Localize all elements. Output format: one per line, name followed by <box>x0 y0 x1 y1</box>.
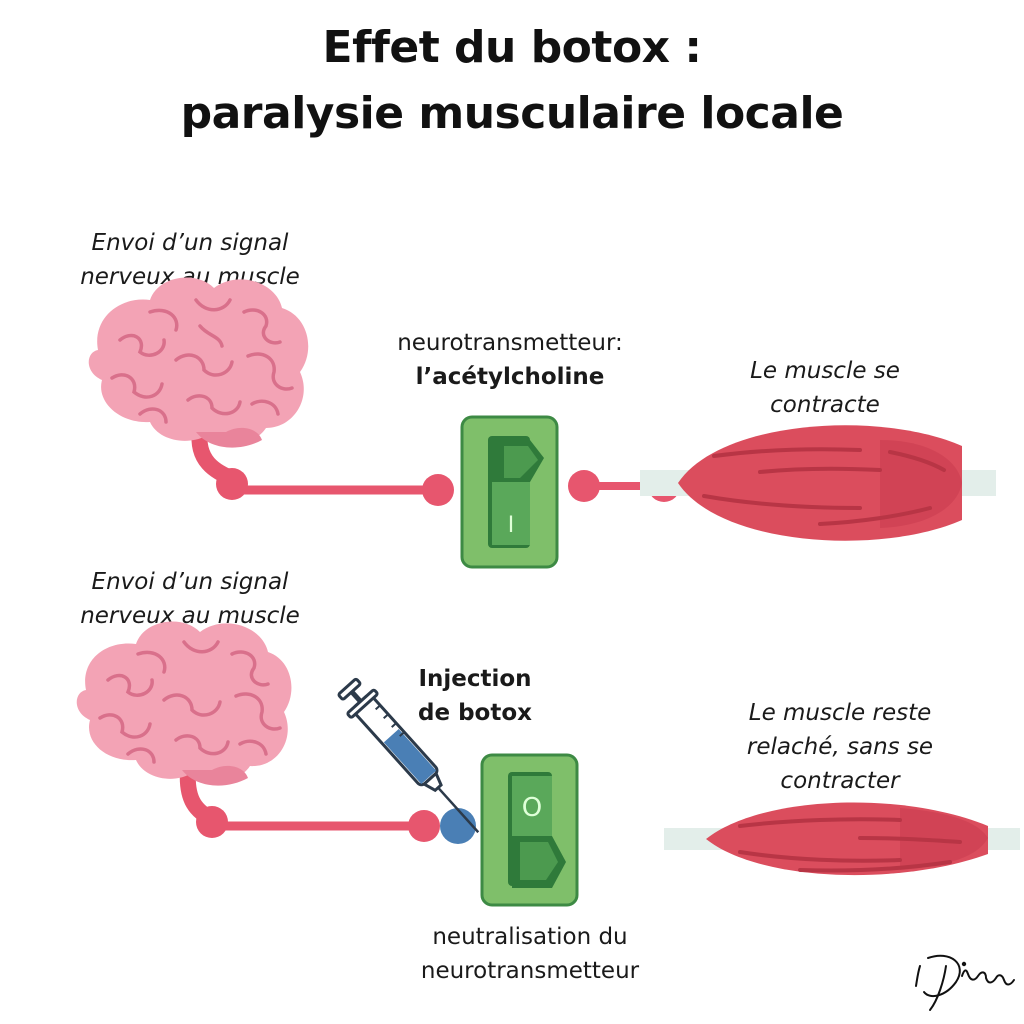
title-line-1: Effet du botox : <box>322 22 702 73</box>
top-muscle-contracted-icon <box>640 425 996 541</box>
top-nerve-start-node <box>216 468 248 500</box>
bottom-brain-label-line-1: Envoi d’un signal <box>91 569 289 595</box>
neurotransmitter-label: neurotransmetteur: l’acétylcholine <box>360 326 660 394</box>
bottom-brain-label: Envoi d’un signal nerveux au muscle <box>40 565 340 633</box>
bottom-muscle-relaxed-icon <box>664 802 1020 876</box>
top-nerve-end-node <box>422 474 454 506</box>
injection-label-line-1: Injection <box>418 666 532 692</box>
injection-label: Injection de botox <box>370 662 580 730</box>
neurotransmitter-caption: neurotransmetteur: <box>397 330 623 356</box>
bottom-switch-off: O <box>480 753 579 907</box>
syringe-icon <box>337 677 480 834</box>
bottom-switch-symbol: O <box>522 793 542 823</box>
neutralisation-label: neutralisation du neurotransmetteur <box>380 920 680 988</box>
top-switch-on: I <box>460 415 559 569</box>
bottom-muscle-label-line-3: contracter <box>780 768 900 794</box>
top-brain-label-line-1: Envoi d’un signal <box>91 230 289 256</box>
bottom-muscle-label-line-2: relaché, sans se <box>746 734 934 760</box>
top-muscle-label-line-2: contracte <box>770 392 880 418</box>
neutralisation-label-line-1: neutralisation du <box>432 924 628 950</box>
bottom-nerve-start-node <box>196 806 228 838</box>
top-brain-icon <box>88 277 309 488</box>
bottom-muscle-label: Le muscle reste relaché, sans se contrac… <box>690 696 990 798</box>
bottom-brain-icon <box>76 621 292 828</box>
botox-blocker-dot <box>440 808 476 844</box>
bottom-nerve-end-node <box>408 810 440 842</box>
title-line-2: paralysie musculaire locale <box>180 88 844 139</box>
signature-mark <box>915 954 1015 1011</box>
injection-label-line-2: de botox <box>418 700 532 726</box>
top-muscle-label: Le muscle se contracte <box>680 354 970 422</box>
bottom-muscle-label-line-1: Le muscle reste <box>748 700 932 726</box>
bottom-brain-label-line-2: nerveux au muscle <box>80 603 300 629</box>
top-muscle-start-node <box>568 470 600 502</box>
neutralisation-label-line-2: neurotransmetteur <box>420 958 640 984</box>
top-switch-symbol: I <box>508 513 515 538</box>
neurotransmitter-name: l’acétylcholine <box>415 364 605 390</box>
top-muscle-label-line-1: Le muscle se <box>750 358 900 384</box>
